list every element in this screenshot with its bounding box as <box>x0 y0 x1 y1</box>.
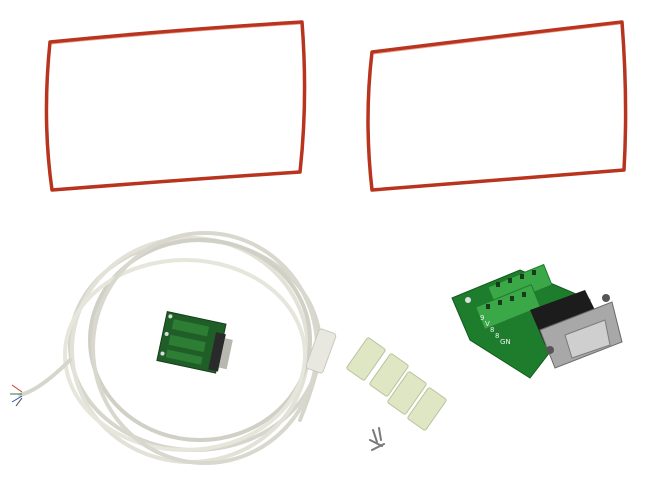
svg-text:GN: GN <box>500 338 511 346</box>
pin-labels: 9 V 8 8 GN <box>480 314 511 346</box>
screws <box>369 427 385 451</box>
svg-text:8: 8 <box>490 326 494 334</box>
svg-text:8: 8 <box>495 332 499 340</box>
antenna-loop-left <box>44 20 307 192</box>
db9-terminal-adapter: 9 V 8 8 GN <box>451 263 623 379</box>
svg-text:9: 9 <box>480 314 484 322</box>
cable-connector-plug <box>305 328 337 374</box>
svg-text:V: V <box>485 320 490 328</box>
small-db9-terminal-board <box>156 311 233 374</box>
mounting-clips <box>346 337 447 431</box>
antenna-loop-right <box>366 20 628 192</box>
coiled-cable <box>18 231 324 465</box>
cable-wire-ends <box>10 384 23 407</box>
